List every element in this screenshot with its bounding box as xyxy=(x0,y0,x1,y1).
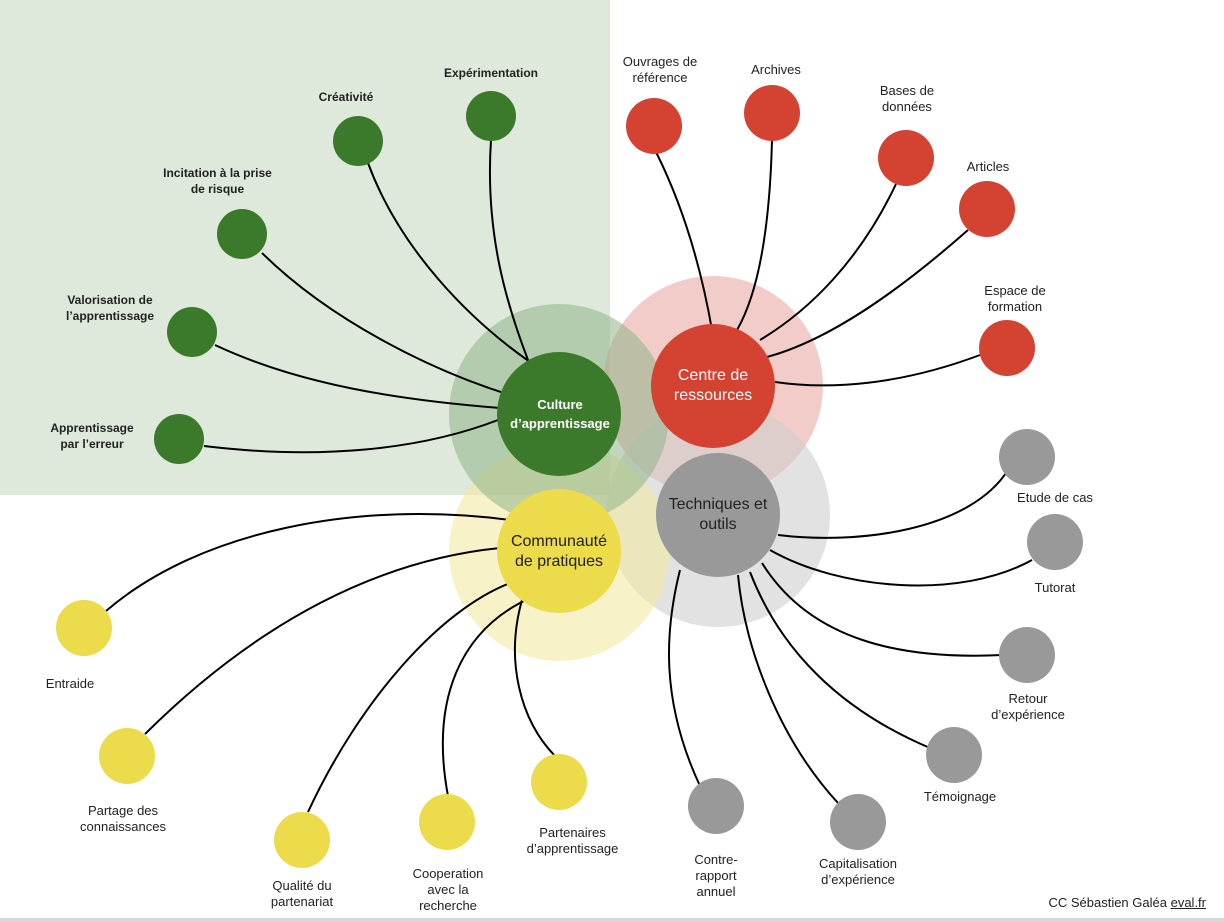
label-articles: Articles xyxy=(966,159,1010,174)
line-espace xyxy=(774,354,981,387)
line-ouvrages xyxy=(655,151,713,331)
label-entraide: Entraide xyxy=(45,676,95,691)
node-creativite xyxy=(333,116,383,166)
techniques-hub-label: Techniques et outils xyxy=(668,496,768,533)
line-cooperation xyxy=(441,597,531,797)
label-partenaires: Partenaires d’apprentissage xyxy=(526,825,619,856)
label-partage: Partage des connaissances xyxy=(80,803,166,834)
node-contre-rapport xyxy=(688,778,744,834)
node-espace xyxy=(979,320,1035,376)
label-etude: Etude de cas xyxy=(1017,490,1093,505)
label-experimentation: Expérimentation xyxy=(443,66,539,80)
node-bases xyxy=(878,130,934,186)
label-valorisation: Valorisation de l’apprentissage xyxy=(65,293,155,323)
label-contre-rapport: Contre-rapport annuel xyxy=(694,852,738,899)
node-entraide xyxy=(56,600,112,656)
node-etude xyxy=(999,429,1055,485)
line-creativite xyxy=(367,162,531,363)
line-entraide xyxy=(105,513,511,612)
line-valorisation xyxy=(214,344,501,409)
label-cooperation: Cooperation avec la recherche xyxy=(412,866,484,913)
line-incitation xyxy=(261,252,511,396)
line-experimentation xyxy=(488,139,529,361)
centre-hub-label: Centre de ressources xyxy=(673,367,753,404)
line-retour xyxy=(761,562,1003,657)
culture-hub-label: Culture d’apprentissage xyxy=(510,397,610,431)
node-partenaires xyxy=(531,754,587,810)
techniques-hub xyxy=(656,453,780,577)
line-archives xyxy=(736,139,773,331)
label-qualite: Qualité du partenariat xyxy=(270,878,334,909)
line-tutorat xyxy=(769,549,1033,587)
node-ouvrages xyxy=(626,98,682,154)
line-temoignage xyxy=(749,571,931,749)
label-apprentissage-erreur: Apprentissage par l’erreur xyxy=(50,421,134,451)
label-archives: Archives xyxy=(751,62,801,77)
line-capitalisation xyxy=(737,574,839,804)
node-capitalisation xyxy=(830,794,886,850)
label-creativite: Créativité xyxy=(318,90,374,104)
label-bases: Bases de données xyxy=(879,83,935,114)
label-tutorat: Tutorat xyxy=(1034,580,1076,595)
line-qualite xyxy=(307,582,511,813)
line-partenaires xyxy=(513,599,556,757)
line-bases xyxy=(759,183,897,341)
label-ouvrages: Ouvrages de référence xyxy=(622,54,698,85)
communaute-hub xyxy=(497,489,621,613)
connector-lines xyxy=(105,139,1033,813)
line-contre-rapport xyxy=(667,569,701,787)
communaute-hub-label: Communauté de pratiques xyxy=(510,533,608,570)
culture-hub xyxy=(497,352,621,476)
label-capitalisation: Capitalisation d’expérience xyxy=(818,856,898,887)
label-retour: Retour d’expérience xyxy=(991,691,1065,722)
bottom-divider xyxy=(0,918,1224,922)
credit-link[interactable]: eval.fr xyxy=(1170,895,1206,910)
node-cooperation xyxy=(419,794,475,850)
label-temoignage: Témoignage xyxy=(923,789,997,804)
credit: CC Sébastien Galéa eval.fr xyxy=(1048,895,1206,910)
label-espace: Espace de formation xyxy=(984,283,1046,314)
node-temoignage xyxy=(926,727,982,783)
node-incitation xyxy=(217,209,267,259)
node-partage xyxy=(99,728,155,784)
node-qualite xyxy=(274,812,330,868)
centre-hub xyxy=(651,324,775,448)
line-etude xyxy=(777,469,1009,539)
node-archives xyxy=(744,85,800,141)
node-retour xyxy=(999,627,1055,683)
line-apprentissage-erreur xyxy=(203,419,499,454)
label-incitation: Incitation à la prise de risque xyxy=(163,166,272,196)
node-tutorat xyxy=(1027,514,1083,570)
line-partage xyxy=(144,547,501,735)
node-experimentation xyxy=(466,91,516,141)
line-articles xyxy=(766,229,969,358)
node-valorisation xyxy=(167,307,217,357)
node-apprentissage-erreur xyxy=(154,414,204,464)
node-articles xyxy=(959,181,1015,237)
credit-text: CC Sébastien Galéa xyxy=(1048,895,1167,910)
